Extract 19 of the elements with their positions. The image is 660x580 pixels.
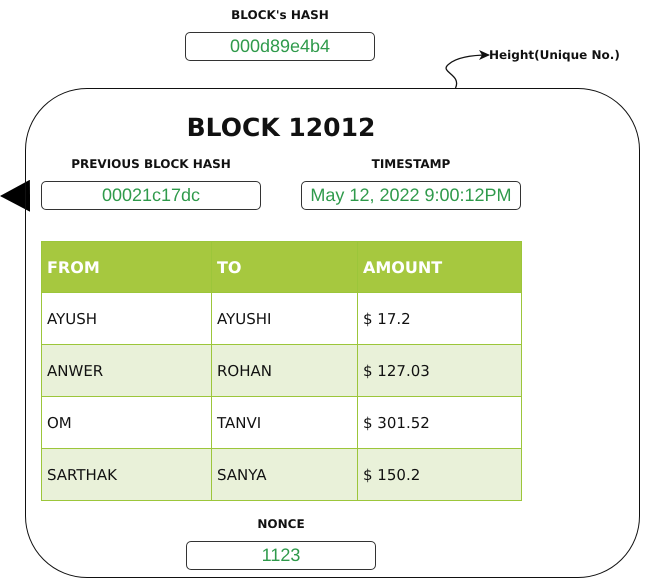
block-title: BLOCK 12012 xyxy=(186,113,376,143)
block-card xyxy=(25,88,640,578)
table-cell: $ 150.2 xyxy=(358,448,522,500)
annotation-label: Height(Unique No.) xyxy=(489,47,620,63)
arrow xyxy=(0,180,30,212)
field-label: BLOCK's HASH xyxy=(231,7,329,23)
table-header-cell: FROM xyxy=(42,242,212,292)
value-box: 00021c17dc xyxy=(41,181,261,210)
value-box: 1123 xyxy=(186,541,376,570)
table-cell: SARTHAK xyxy=(42,448,212,500)
field-label: NONCE xyxy=(257,516,305,532)
field-label: PREVIOUS BLOCK HASH xyxy=(71,156,231,172)
curved-arrow xyxy=(446,50,490,88)
value-box: May 12, 2022 9:00:12PM xyxy=(301,181,521,210)
table-header-cell: AMOUNT xyxy=(358,242,522,292)
table-cell: SANYA xyxy=(212,448,358,500)
value-box: 000d89e4b4 xyxy=(185,32,375,61)
field-label: TIMESTAMP xyxy=(372,156,450,172)
table-header-cell: TO xyxy=(212,242,358,292)
